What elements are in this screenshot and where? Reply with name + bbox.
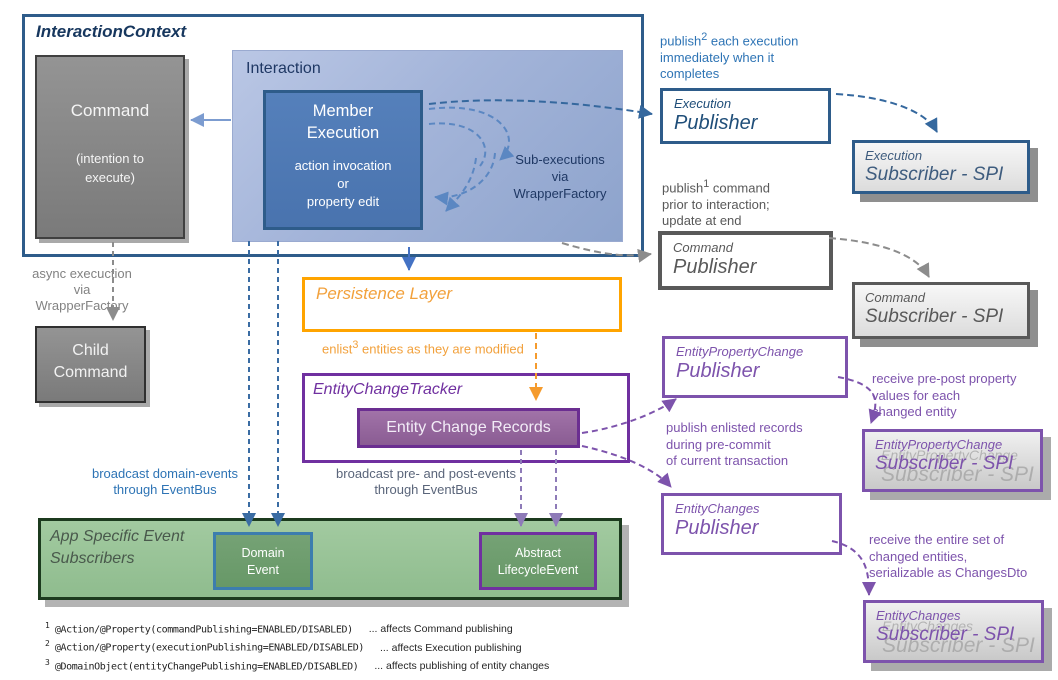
- footnotes: 1@Action/@Property(commandPublishing=ENA…: [45, 621, 549, 676]
- command-subscriber-box: Command Subscriber - SPI: [852, 282, 1030, 339]
- command-title: Command: [70, 101, 150, 120]
- entity-changes-publisher-box: EntityChanges Publisher: [661, 493, 842, 555]
- member-execution-box: Member Execution action invocation or pr…: [263, 90, 423, 230]
- persistence-layer-box: [302, 277, 622, 332]
- command-subtitle-line1: (intention to: [76, 151, 144, 166]
- entity-change-records-box: Entity Change Records: [357, 408, 580, 448]
- broadcast-domain-events-note: broadcast domain-events through EventBus: [92, 466, 238, 497]
- entity-property-change-publisher-box: EntityPropertyChange Publisher: [662, 336, 848, 398]
- publish-command-note: publish1 command prior to interaction; u…: [662, 178, 770, 229]
- execution-subscriber-box: Execution Subscriber - SPI: [852, 140, 1030, 194]
- persistence-layer-title: Persistence Layer: [316, 284, 453, 303]
- receive-property-values-note: receive pre-post property values for eac…: [872, 371, 1017, 419]
- member-detail-line1: action invocation: [294, 158, 392, 173]
- member-detail-line2: or: [337, 176, 349, 191]
- child-command-box: Child Command: [35, 326, 146, 403]
- receive-changed-entities-note: receive the entire set of changed entiti…: [869, 532, 1028, 580]
- command-subtitle-line2: execute): [85, 170, 135, 185]
- abstract-lifecycle-event-box: Abstract LifecycleEvent: [479, 532, 597, 590]
- app-event-subscribers-title: App Specific Event Subscribers: [50, 528, 185, 567]
- entity-change-records-label: Entity Change Records: [386, 419, 551, 436]
- child-command-line2: Command: [53, 364, 128, 381]
- member-detail-line3: property edit: [306, 194, 380, 209]
- publish-execution-note: publish2 each execution immediately when…: [660, 31, 799, 82]
- interaction-context-title: InteractionContext: [36, 22, 187, 41]
- async-execution-note: async execuction via WrapperFactory: [32, 266, 132, 313]
- command-box: Command (intention to execute): [35, 55, 185, 239]
- footnote-2: 2@Action/@Property(executionPublishing=E…: [45, 639, 522, 654]
- member-execution-line1: Member: [312, 102, 374, 120]
- child-command-line1: Child: [72, 342, 109, 359]
- sub-executions-note: Sub-executions via WrapperFactory: [513, 152, 607, 201]
- entity-change-tracker-title: EntityChangeTracker: [313, 381, 463, 398]
- footnote-1: 1@Action/@Property(commandPublishing=ENA…: [45, 621, 513, 636]
- broadcast-prepost-events-note: broadcast pre- and post-events through E…: [336, 466, 516, 497]
- interaction-title: Interaction: [246, 60, 321, 77]
- footnote-3: 3@DomainObject(entityChangePublishing=EN…: [45, 657, 550, 672]
- enlist-entities-note: enlist3 entities as they are modified: [322, 339, 524, 357]
- domain-event-box: Domain Event: [213, 532, 313, 590]
- publish-enlisted-records-note: publish enlisted records during pre-comm…: [666, 420, 803, 468]
- member-execution-line2: Execution: [306, 124, 380, 142]
- execution-publisher-box: Execution Publisher: [660, 88, 831, 144]
- command-publisher-box: Command Publisher: [658, 231, 833, 290]
